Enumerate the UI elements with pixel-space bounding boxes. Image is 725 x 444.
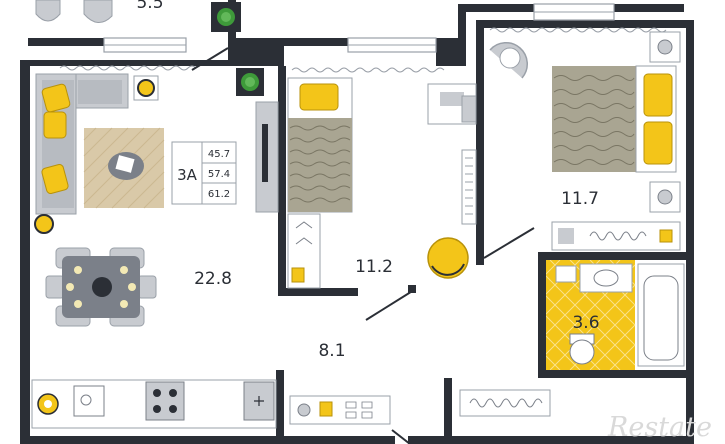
right-dresser [551, 221, 681, 251]
unit-code: 3A [177, 166, 198, 184]
side-lamp [34, 214, 54, 234]
area-table [171, 141, 237, 205]
right-armchair [489, 41, 529, 79]
entrance-door [391, 429, 411, 444]
floor-lamp [133, 75, 159, 101]
toilet [569, 333, 595, 365]
potted-plant-top [211, 2, 241, 32]
room-area-bedroom-right: 11.7 [561, 189, 599, 209]
dining-set [45, 247, 157, 327]
door-swing-top [191, 47, 229, 71]
room-area-hallway: 8.1 [318, 341, 345, 361]
right-nightstands [649, 31, 681, 213]
kitchen-counter [31, 379, 277, 429]
tv-cabinet [255, 101, 279, 213]
door-swing-right-bedroom [483, 227, 535, 259]
curtains [59, 27, 667, 73]
middle-desk [427, 83, 477, 125]
coffee-table [108, 152, 144, 180]
windows [103, 3, 615, 53]
total-area-3: 61.2 [208, 189, 230, 200]
potted-plant-living [236, 68, 264, 96]
middle-bed [287, 77, 353, 213]
hall-shoe-cabinet [289, 395, 391, 425]
top-left-armchairs [35, 0, 113, 23]
room-area-bathroom: 3.6 [572, 313, 599, 333]
right-bed [552, 65, 677, 173]
room-area-living: 22.8 [194, 269, 232, 289]
door-swing-hall [365, 289, 415, 321]
bathroom-cabinet [555, 265, 577, 283]
watermark: Restate [607, 412, 712, 443]
total-area-1: 45.7 [208, 149, 230, 160]
bathtub [637, 263, 685, 367]
hall-radiator [459, 389, 551, 417]
bathroom-sink [579, 263, 633, 293]
middle-radiator [461, 149, 477, 225]
room-area-top-left: 5.5 [136, 0, 163, 13]
middle-bed-blanket-pattern [289, 125, 351, 203]
room-area-bedroom-middle: 11.2 [355, 257, 393, 277]
middle-wardrobe [287, 213, 321, 289]
middle-armchair [427, 237, 469, 279]
dining-plates [66, 266, 136, 308]
total-area-2: 57.4 [208, 169, 230, 180]
right-bed-blanket-pattern [553, 75, 635, 165]
sofa-cushions [41, 83, 71, 195]
